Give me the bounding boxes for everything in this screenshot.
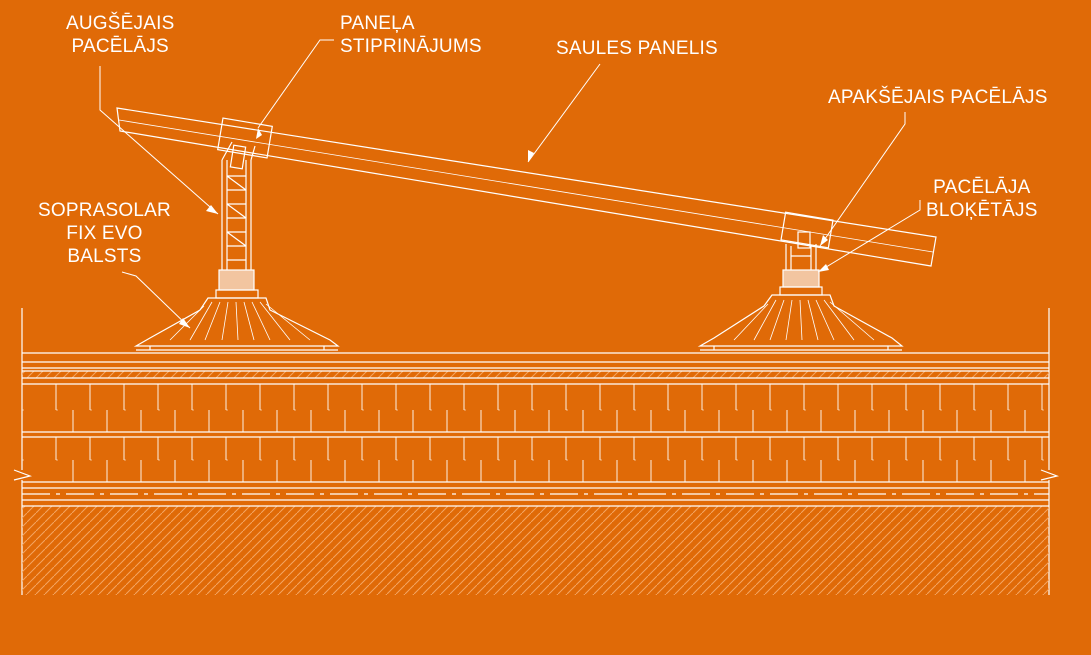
- lower-panel-clamp: [780, 211, 834, 249]
- leader-panel-mount: [257, 39, 334, 129]
- lower-riser: [785, 244, 817, 270]
- lower-clamp-bolt: [797, 231, 811, 249]
- upper-riser-rungs: [226, 175, 247, 261]
- label-upper-riser: AUGŠĒJAIS PACĒLĀJS: [66, 13, 175, 57]
- upper-riser: [221, 160, 252, 270]
- insulation-board-ticks: [22, 384, 1049, 482]
- label-riser-lock: PACĒLĀJA BLOĶĒTĀJS: [926, 177, 1038, 221]
- concrete-slab: [22, 506, 1049, 595]
- roof-layers: [13, 308, 1060, 595]
- membrane-hatch-strip: [22, 371, 1049, 378]
- riser-lock-block: [782, 269, 820, 288]
- leader-solar-panel: [527, 63, 601, 163]
- label-panel-mount: PANEĻA STIPRINĀJUMS: [340, 13, 482, 57]
- label-solar-panel: SAULES PANELIS: [556, 38, 718, 59]
- right-support: [697, 211, 904, 351]
- leader-pedestal: [121, 271, 191, 329]
- label-lower-riser: APAKŠĒJAIS PACĒLĀJS: [828, 87, 1048, 108]
- leader-upper-riser: [99, 66, 219, 215]
- leader-arrowheads: [179, 128, 829, 328]
- solar-panel: [116, 107, 937, 267]
- upper-panel-clamp: [217, 117, 273, 159]
- upper-clamp-bolt: [229, 144, 247, 170]
- leader-riser-lock: [817, 200, 921, 273]
- right-pedestal-base: [697, 294, 904, 347]
- leader-lines: [99, 39, 921, 329]
- label-pedestal: SOPRASOLAR FIX EVO BALSTS: [38, 200, 171, 267]
- leader-lower-riser: [819, 112, 906, 247]
- upper-riser-collar: [218, 269, 255, 291]
